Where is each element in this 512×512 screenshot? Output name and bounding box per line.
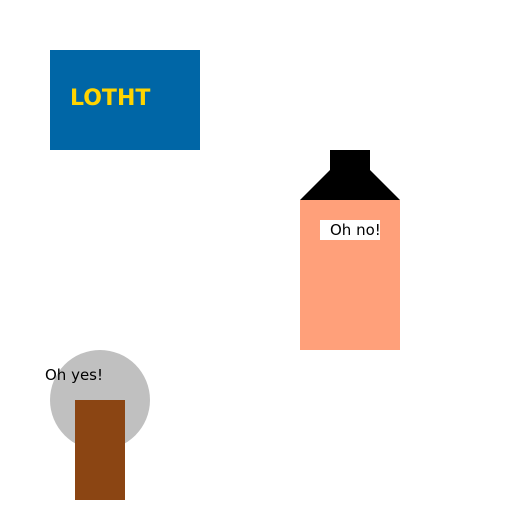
blue-sign: LOTHT	[50, 50, 200, 150]
bottle-shoulder	[300, 170, 400, 200]
tree-speech-text: Oh yes!	[45, 366, 104, 384]
bottle-speech-text: Oh no!	[330, 221, 381, 239]
bottle-speech-bubble	[320, 220, 380, 240]
tree-shape	[50, 350, 150, 500]
bottle-shape	[300, 150, 400, 350]
bottle-cap	[330, 150, 370, 172]
sign-label: LOTHT	[70, 86, 151, 111]
tree-figure	[50, 350, 150, 500]
bottle-figure: Oh no!	[300, 150, 400, 350]
tree-trunk	[75, 400, 125, 500]
